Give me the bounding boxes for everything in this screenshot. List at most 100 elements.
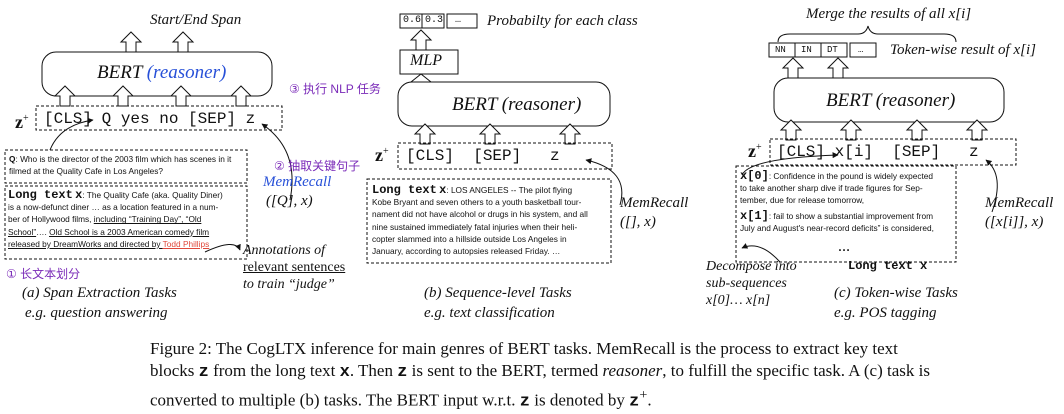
memrecall-label-a: MemRecall — [263, 174, 332, 190]
figure-caption: Figure 2: The CogLTX inference for main … — [150, 338, 940, 414]
caption-mid1: from the long text — [208, 361, 340, 380]
decompose-arrow — [741, 243, 781, 263]
x1-line-2: July and August's near-record deficits” … — [740, 223, 934, 234]
longtext-b-head: Long text — [372, 183, 437, 197]
z-plus-b-z: z — [375, 145, 383, 165]
x0-line-3: tember, due for release tomorrow, — [740, 195, 865, 206]
mlp-label: MLP — [410, 52, 442, 69]
z-plus-a: z+ — [15, 112, 29, 132]
memrecall-args-b: ([], x) — [620, 214, 656, 230]
memrecall-arrow-c — [985, 159, 998, 213]
x0-head: x[0] — [740, 169, 769, 183]
bert-reasoner-a: (reasoner) — [146, 62, 227, 83]
caption-mid4: , to fulfill the specific task. A (c) ta… — [150, 361, 930, 410]
longtext-box-c — [735, 165, 957, 263]
caption-x1: x — [339, 363, 350, 382]
longtext-a: Long text x: The Quality Cafe (aka. Qual… — [8, 189, 248, 250]
panel-b-example: e.g. text classification — [424, 305, 555, 321]
z-plus-c-z: z — [748, 141, 756, 161]
prob-0: 0.6 — [403, 15, 422, 26]
annotation-arrow-a — [204, 243, 241, 253]
longtext-b-line-3: nament did not have alcohol or drugs in … — [372, 209, 588, 220]
longtext-b-line-4: nine sustained immediately fatal injurie… — [372, 221, 578, 232]
input-arrows-a — [53, 85, 253, 107]
panel-a-graphics — [4, 31, 293, 260]
x1-line-1: x[1]: fail to show a substantial improve… — [740, 210, 956, 222]
x-ellipsis: … — [838, 240, 850, 254]
z-plus-c: z+ — [748, 141, 762, 161]
longtext-a-l4a: School” — [8, 226, 37, 237]
caption-mid5: is denoted by — [530, 390, 630, 410]
prob-1: 0.3 — [425, 15, 444, 26]
annotations-l3: to train “judge” — [243, 277, 335, 292]
tag-1: IN — [801, 45, 812, 55]
decompose-l1: Decompose into — [706, 259, 797, 274]
decompose-l3: x[0]… x[n] — [706, 293, 771, 308]
input-arrows-b — [413, 123, 582, 145]
longtext-a-l3b: including “Training Day”, “Old — [93, 214, 202, 225]
caption-z4: z — [629, 392, 640, 412]
longtext-b-x: x — [439, 183, 447, 197]
panel-c-title: (c) Token-wise Tasks — [834, 285, 958, 301]
z-plus-b: z+ — [375, 145, 389, 165]
longtext-a-line-3: ber of Hollywood films, including “Train… — [8, 213, 248, 225]
tags-label: Token-wise result of x[i] — [890, 42, 1036, 58]
bert-label-b: BERT (reasoner) — [452, 94, 582, 115]
input-seq-b: [CLS] [SEP] z — [406, 147, 560, 165]
caption-reasoner: reasoner — [602, 361, 663, 380]
bert-label-a: BERT (reasoner) — [97, 62, 226, 84]
annotations-l2-text: relevant sentences — [243, 260, 346, 275]
longtext-a-l1: : The Quality Cafe (aka. Quality Diner) — [82, 190, 223, 200]
input-seq-box-a — [35, 105, 283, 131]
bert-text-a: BERT — [97, 62, 143, 83]
memrecall-arrow-a — [261, 123, 293, 201]
memrecall-args-c: ([x[i]], x) — [985, 214, 1044, 230]
longtext-a-l4c: Old School is a 2003 American comedy fil… — [49, 226, 210, 237]
bert-box-b — [397, 81, 611, 127]
memrecall-arrow-b — [585, 158, 623, 206]
caption-sup: + — [639, 387, 648, 403]
bert-label-c: BERT (reasoner) — [826, 90, 956, 111]
step3-label: ③ 执行 NLP 任务 — [289, 82, 381, 96]
output-arrows-c — [781, 57, 850, 79]
longtext-b-line-1: Long text x: LOS ANGELES -- The pilot fl… — [372, 184, 612, 196]
longtext-a-l5a: released by DreamWorks and directed by — [8, 238, 163, 249]
bert-box-a — [41, 51, 273, 97]
longtext-a-l4b: …. — [36, 226, 50, 237]
panel-c-example: e.g. POS tagging — [834, 305, 937, 321]
question-q-label: Q — [9, 154, 16, 164]
input-seq-a: [CLS] Q yes no [SEP] z — [44, 110, 256, 128]
q-to-input-arrow — [49, 117, 94, 151]
tag-cell-3 — [849, 42, 877, 58]
x1-block: x[1]: fail to show a substantial improve… — [740, 210, 956, 234]
x0-line-2: to take another sharp dive if trade figu… — [740, 183, 923, 194]
step2-label: ② 抽取关键句子 — [274, 159, 361, 173]
longtext-label-c: Long text x — [848, 259, 928, 273]
longtext-a-line-2: is a now-defunct diner … as a location f… — [8, 202, 219, 213]
annotations-l1: Annotations of — [243, 243, 326, 258]
tag-3: … — [858, 45, 864, 55]
question-a: Q: Who is the director of the 2003 film … — [9, 153, 245, 177]
question-text: : Who is the director of the 2003 film w… — [9, 154, 232, 177]
memrecall-label-b: MemRecall — [620, 195, 689, 211]
caption-z3: z — [519, 392, 530, 412]
longtext-a-line-1: Long text x: The Quality Cafe (aka. Qual… — [8, 189, 248, 201]
longtext-box-b — [366, 178, 612, 264]
caption-z2: z — [397, 363, 408, 382]
question-box-a — [4, 149, 248, 184]
prob-cell-1 — [421, 13, 445, 29]
panel-a-example: e.g. question answering — [25, 305, 168, 321]
panel-a-title: (a) Span Extraction Tasks — [22, 285, 177, 301]
input-seq-box-c — [769, 138, 1017, 166]
merge-brace — [777, 25, 957, 43]
prob-cell-2 — [446, 13, 478, 29]
longtext-a-l5b: Todd Phillips — [162, 238, 210, 249]
caption-z1: z — [198, 363, 209, 382]
longtext-b-l0: : LOS ANGELES -- The pilot flying — [446, 185, 573, 195]
mlp-out-arrow — [409, 29, 433, 51]
x0-l0: : Confidence in the pound is widely expe… — [768, 171, 934, 181]
step1-label: ① 长文本划分 — [6, 267, 81, 281]
x0-line-1: x[0]: Confidence in the pound is widely … — [740, 170, 956, 182]
longtext-b: Long text x: LOS ANGELES -- The pilot fl… — [372, 184, 612, 257]
